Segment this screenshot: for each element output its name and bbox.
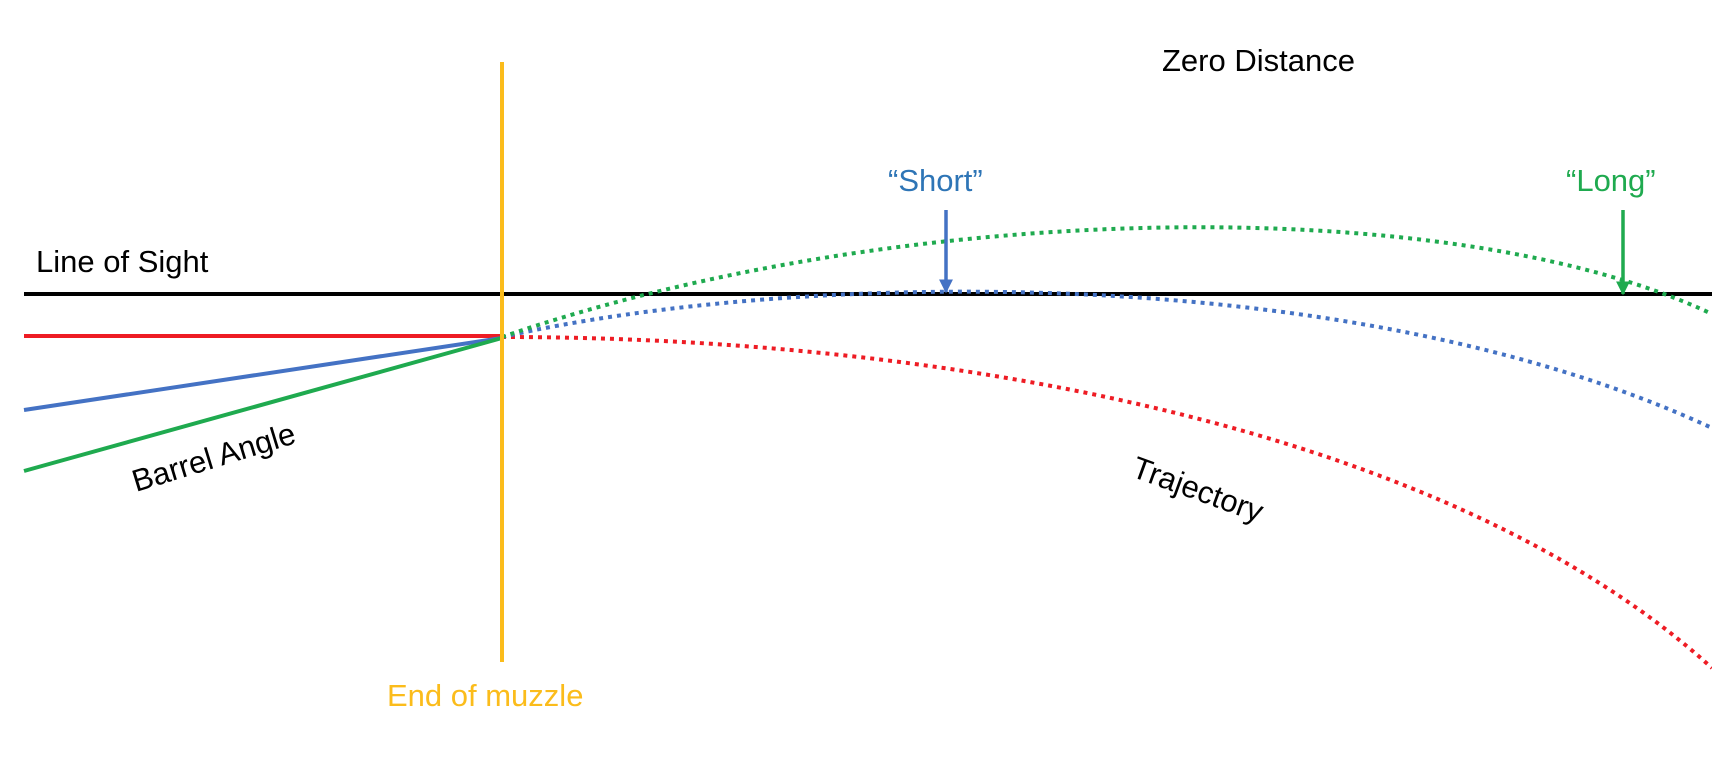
barrel-line-blue [23, 336, 503, 412]
trajectory-blue [501, 289, 1712, 430]
trajectory-green [501, 225, 1712, 339]
trajectory-red [501, 335, 1712, 670]
short-label: “Short” [888, 163, 983, 198]
end-of-muzzle-label: End of muzzle [387, 678, 583, 713]
long-label: “Long” [1566, 163, 1656, 198]
zero-distance-label: Zero Distance [1162, 43, 1355, 78]
barrel-angle-label: Barrel Angle [128, 416, 300, 499]
barrel-line-green [23, 336, 503, 473]
trajectory-label: Trajectory [1128, 450, 1269, 530]
line-of-sight-label: Line of Sight [36, 244, 209, 279]
